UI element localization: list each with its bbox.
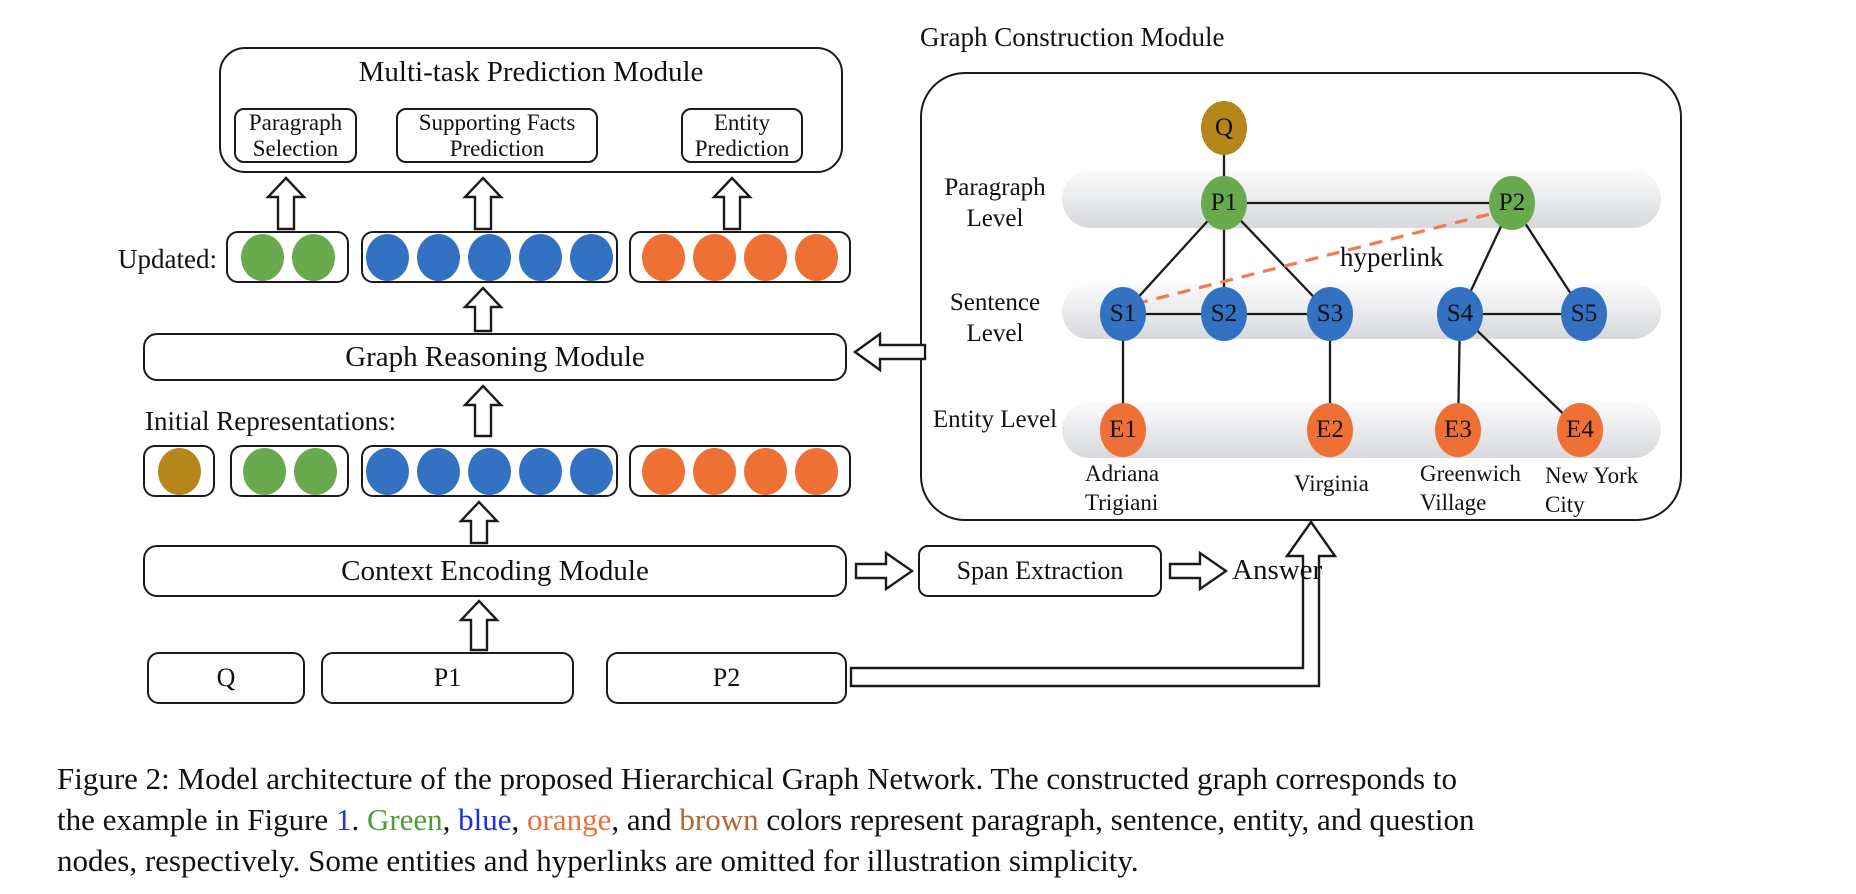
- token-circle-sentence_blue: [366, 447, 409, 495]
- token-circle-sentence_blue: [468, 447, 511, 495]
- input-q-box: Q: [147, 652, 305, 704]
- initial-representations-label: Initial Representations:: [145, 406, 397, 436]
- graph-node-S5: S5: [1561, 287, 1607, 341]
- left-arrow-graph-to-reasoning: [852, 331, 927, 373]
- up-arrow-to-updated-row: [462, 286, 504, 333]
- multitask-module-title: Multi-task Prediction Module: [358, 56, 704, 88]
- token-circle-sentence_blue: [570, 233, 613, 281]
- token-circle-sentence_blue: [366, 233, 409, 281]
- input-p2-box: P2: [606, 652, 847, 704]
- updated-sentence-tokens: [361, 231, 618, 283]
- context-encoding-module-box: Context Encoding Module: [143, 545, 847, 597]
- caption-line-1: Figure 2: Model architecture of the prop…: [57, 758, 1827, 799]
- token-circle-sentence_blue: [417, 447, 460, 495]
- caption-text: .: [351, 802, 367, 837]
- entity-level-label: Entity Level: [932, 406, 1058, 433]
- initial-sentence-tokens: [361, 445, 618, 497]
- graph-node-S1: S1: [1100, 287, 1146, 341]
- up-arrow-to-context-encoding: [458, 599, 500, 652]
- graph-node-P1: P1: [1201, 176, 1247, 230]
- sentence-level-label: Sentence Level: [949, 289, 1041, 348]
- up-arrow-to-paragraph-selection: [265, 176, 307, 231]
- caption-text: nodes, respectively. Some entities and h…: [57, 843, 1139, 878]
- caption-text: the example in Figure: [57, 802, 336, 837]
- initial-question-token: [143, 445, 215, 497]
- token-circle-paragraph_green: [240, 233, 284, 281]
- token-circle-entity_orange: [795, 233, 838, 281]
- caption-colored-word: orange: [527, 802, 612, 837]
- updated-label: Updated:: [118, 244, 217, 274]
- graph-node-S2: S2: [1201, 287, 1247, 341]
- caption-colored-word: blue: [458, 802, 512, 837]
- token-circle-entity_orange: [795, 447, 838, 495]
- answer-label: Answer: [1232, 554, 1323, 586]
- caption-text: Figure 2: Model architecture of the prop…: [57, 761, 1457, 796]
- caption-line-3: nodes, respectively. Some entities and h…: [57, 840, 1827, 881]
- token-circle-sentence_blue: [570, 447, 613, 495]
- multitask-prediction-module-box: [219, 47, 843, 173]
- figure-caption: Figure 2: Model architecture of the prop…: [57, 758, 1827, 881]
- token-circle-entity_orange: [642, 447, 685, 495]
- caption-colored-word: Green: [366, 802, 443, 837]
- token-circle-entity_orange: [693, 233, 736, 281]
- caption-text: ,: [442, 802, 459, 837]
- input-p1-box: P1: [321, 652, 574, 704]
- span-extraction-box: Span Extraction: [918, 545, 1162, 597]
- updated-paragraph-tokens: [226, 231, 349, 283]
- entity-caption-4: New York City: [1545, 463, 1639, 517]
- token-circle-sentence_blue: [417, 233, 460, 281]
- graph-reasoning-module-box: Graph Reasoning Module: [143, 333, 847, 381]
- up-arrow-to-initial-row: [458, 500, 500, 545]
- caption-colored-word: 1: [335, 802, 352, 837]
- hyperlink-label: hyperlink: [1340, 242, 1444, 272]
- caption-colored-word: brown: [679, 802, 759, 837]
- right-arrow-to-answer: [1168, 550, 1229, 592]
- graph-node-P2: P2: [1489, 176, 1535, 230]
- token-circle-sentence_blue: [468, 233, 511, 281]
- graph-construction-module-title: Graph Construction Module: [920, 22, 1225, 52]
- initial-paragraph-tokens: [230, 445, 349, 497]
- entity-caption-3: Greenwich Village: [1420, 461, 1521, 515]
- graph-node-Q: Q: [1201, 101, 1247, 155]
- right-arrow-to-span-extraction: [854, 550, 915, 592]
- entity-prediction-box: Entity Prediction: [681, 108, 803, 163]
- token-circle-sentence_blue: [519, 233, 562, 281]
- up-arrow-to-supporting-facts: [462, 176, 504, 231]
- caption-text: , and: [611, 802, 680, 837]
- caption-text: colors represent paragraph, sentence, en…: [758, 802, 1475, 837]
- graph-node-E3: E3: [1435, 403, 1481, 457]
- caption-line-2: the example in Figure 1. Green, blue, or…: [57, 799, 1827, 840]
- updated-entity-tokens: [629, 231, 851, 283]
- graph-node-E2: E2: [1307, 403, 1353, 457]
- graph-node-S4: S4: [1437, 287, 1483, 341]
- token-circle-entity_orange: [744, 447, 787, 495]
- paragraph-selection-box: Paragraph Selection: [234, 108, 357, 163]
- graph-node-E4: E4: [1557, 403, 1603, 457]
- token-circle-paragraph_green: [291, 233, 335, 281]
- graph-node-S3: S3: [1307, 287, 1353, 341]
- entity-caption-1: Adriana Trigiani: [1085, 461, 1160, 515]
- token-circle-entity_orange: [642, 233, 685, 281]
- entity-caption-2: Virginia: [1294, 471, 1369, 496]
- initial-entity-tokens: [629, 445, 851, 497]
- token-circle-entity_orange: [744, 233, 787, 281]
- up-arrow-to-graph-reasoning: [462, 384, 504, 438]
- token-circle-paragraph_green: [242, 447, 286, 495]
- paragraph-level-band: [1062, 170, 1661, 228]
- caption-text: ,: [511, 802, 528, 837]
- token-circle-entity_orange: [693, 447, 736, 495]
- token-circle-paragraph_green: [293, 447, 337, 495]
- token-circle-question_gold: [157, 447, 201, 495]
- graph-node-E1: E1: [1100, 403, 1146, 457]
- supporting-facts-prediction-box: Supporting Facts Prediction: [396, 108, 598, 163]
- up-arrow-to-entity-prediction: [711, 176, 753, 231]
- token-circle-sentence_blue: [519, 447, 562, 495]
- paragraph-level-label: Paragraph Level: [944, 174, 1046, 233]
